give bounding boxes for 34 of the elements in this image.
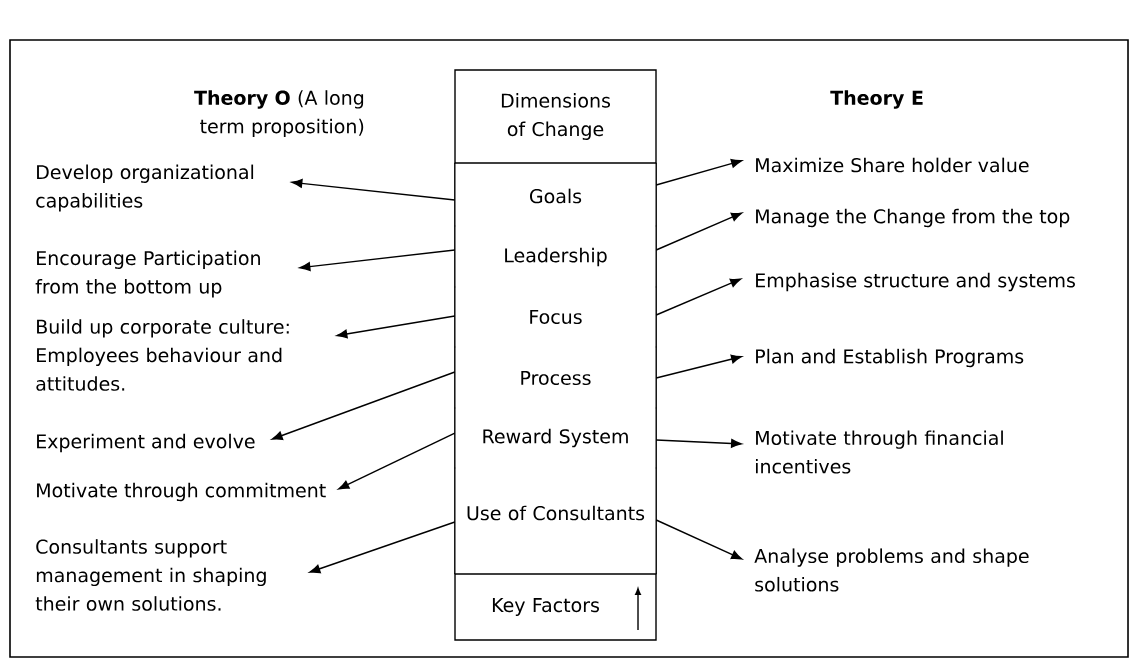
arrow (655, 159, 742, 186)
theory-e-text: Maximize Share holder value (756, 157, 1029, 173)
arrow (336, 315, 456, 339)
factor-row: Use of Consultants (454, 467, 657, 575)
theory-e-text: Plan and Establish Programs (756, 348, 1024, 368)
theory-e-text: Manage the Change from the top (756, 208, 1070, 228)
theory-o-text: Consultants support management in shaping their own solutions. (35, 539, 266, 611)
factor-row: Leadership (454, 225, 657, 288)
theory-o-text: Experiment and evolve (37, 433, 255, 453)
heading: Theory E (830, 90, 923, 109)
arrow (655, 278, 742, 316)
factor-row: Process (454, 346, 657, 409)
arrow (309, 521, 456, 574)
heading: Theory O (A long term proposition) (194, 90, 364, 138)
arrow (338, 432, 456, 490)
theory-e-text: Analyse problems and shape solutions (754, 548, 1029, 592)
arrow (271, 371, 456, 440)
header-box: Dimensions of Change (454, 69, 657, 164)
arrow (655, 212, 743, 251)
theory-o-text: Motivate through commitment (37, 482, 326, 502)
theory-o-text: Encourage Participation from the bottom up (35, 250, 260, 298)
arrow (299, 249, 456, 272)
theory-o-text: Build up corporate culture: Employees behaviour and attitudes. (36, 319, 289, 391)
theory-e-text: Motivate through financial incentives (756, 430, 1003, 474)
arrow (291, 178, 456, 201)
factor-row: Reward System (454, 407, 657, 469)
arrow (655, 519, 743, 560)
arrow (655, 439, 742, 448)
theory-o-text: Develop organizational capabilities (36, 164, 254, 212)
theory-e-text: Emphasise structure and systems (756, 272, 1075, 292)
factor-row: Focus (454, 286, 657, 348)
factor-row: Goals (454, 162, 657, 227)
key-factors-box: Key Factors (454, 573, 657, 641)
arrow (655, 354, 742, 379)
